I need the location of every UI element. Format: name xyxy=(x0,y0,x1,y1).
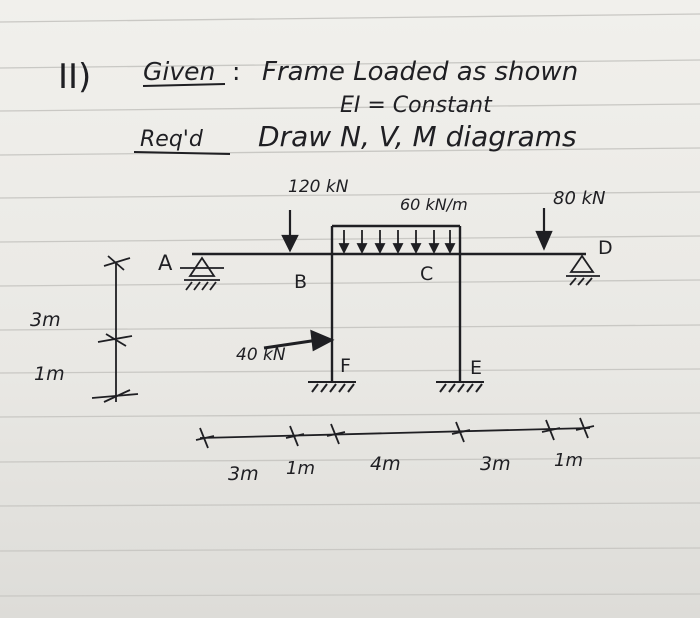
fixed-support-e xyxy=(436,381,484,393)
vertical-dimension-1m: 1m xyxy=(34,363,65,385)
load-arrow-40kn xyxy=(263,329,335,352)
node-label-c: C xyxy=(420,263,433,285)
load-label-120kn: 120 kN xyxy=(288,177,349,197)
fixed-support-f xyxy=(308,381,356,393)
given-text: Frame Loaded as shown xyxy=(262,57,578,87)
frame-members xyxy=(192,224,586,382)
pin-support-d xyxy=(566,254,600,286)
horizontal-dimension-3m-left: 3m xyxy=(228,463,259,485)
problem-number: II) xyxy=(58,57,91,97)
given-label: Given xyxy=(143,57,215,86)
ei-text: EI = Constant xyxy=(340,93,493,118)
load-label-80kn: 80 kN xyxy=(553,188,606,209)
horizontal-dimension-1m-right: 1m xyxy=(554,450,583,471)
node-label-d: D xyxy=(598,237,613,259)
horizontal-dimension-3m-right: 3m xyxy=(480,453,511,475)
load-label-60kn-per-m: 60 kN/m xyxy=(400,195,468,214)
horizontal-dimension-line xyxy=(195,417,595,449)
horizontal-dimension-1m-left: 1m xyxy=(286,458,315,479)
pin-support-a xyxy=(180,256,224,291)
node-label-f: F xyxy=(340,355,351,377)
ruled-lines xyxy=(0,13,700,597)
given-underline xyxy=(142,83,226,87)
load-label-40kn: 40 kN xyxy=(236,345,286,365)
given-colon: : xyxy=(232,57,240,86)
vertical-dimension-line xyxy=(91,255,139,403)
reqd-text: Draw N, V, M diagrams xyxy=(258,120,577,153)
node-label-e: E xyxy=(470,357,482,379)
node-label-a: A xyxy=(158,251,173,275)
reqd-underline xyxy=(133,151,231,155)
horizontal-dimension-4m: 4m xyxy=(370,453,401,475)
vertical-dimension-3m: 3m xyxy=(30,309,61,331)
load-arrow-120kn xyxy=(281,210,299,253)
reqd-label: Req'd xyxy=(140,127,204,152)
distributed-load-arrows xyxy=(338,230,456,255)
node-label-b: B xyxy=(294,271,307,293)
load-arrow-80kn xyxy=(535,208,553,251)
